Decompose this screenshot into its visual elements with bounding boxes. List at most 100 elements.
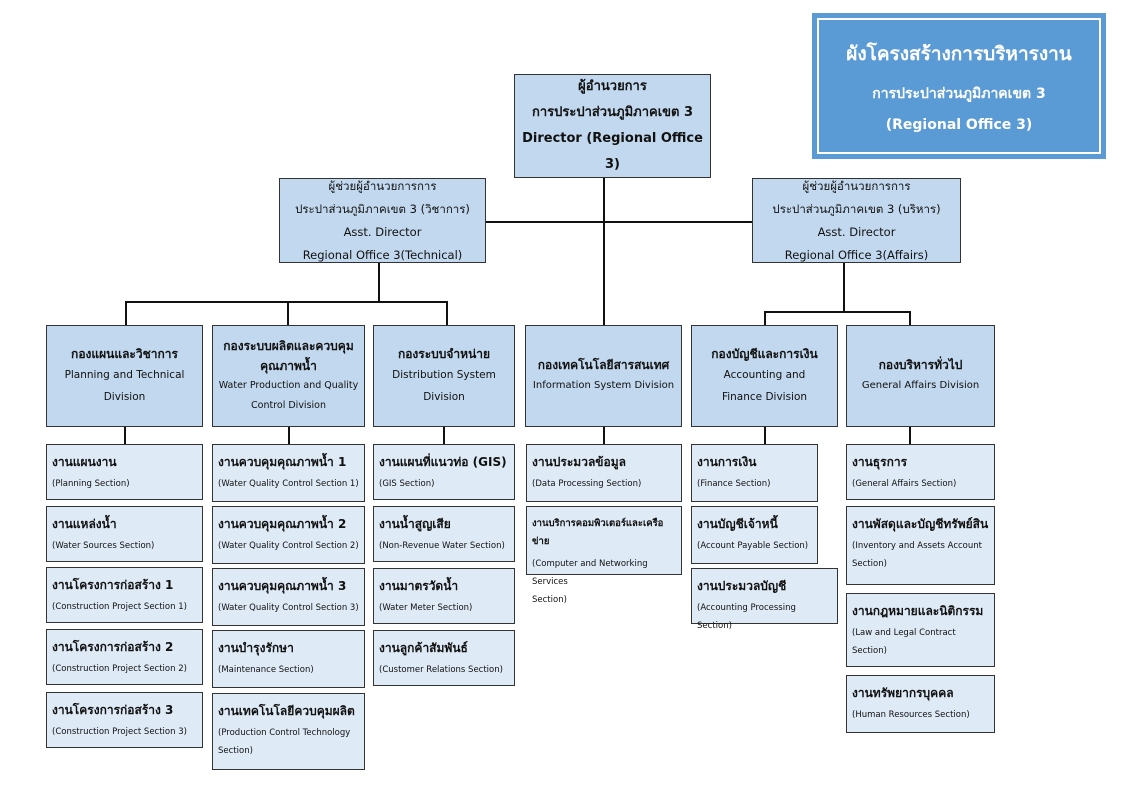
section-name-thai: งานแผนงาน bbox=[52, 455, 117, 469]
section-name-thai: งานมาตรวัดน้ำ bbox=[379, 579, 459, 593]
division-name-english: Information System Division bbox=[532, 380, 675, 391]
chart-title-box: ผังโครงสร้างการบริหารงาน การประปาส่วนภูม… bbox=[812, 13, 1106, 159]
section-box: งานบัญชีเจ้าหนี้ (Account Payable Sectio… bbox=[691, 506, 818, 564]
section-name-english: (Construction Project Section 3) bbox=[52, 727, 187, 737]
section-name-english: (Finance Section) bbox=[697, 479, 771, 489]
director-org-thai: การประปาส่วนภูมิภาคเขต 3 bbox=[531, 105, 694, 120]
director-box: ผู้อำนวยการ การประปาส่วนภูมิภาคเขต 3 Dir… bbox=[514, 74, 711, 178]
section-name-english: (Planning Section) bbox=[52, 479, 130, 489]
division-name-english-2: Division bbox=[423, 391, 465, 403]
division-name-english: Distribution System bbox=[392, 369, 496, 381]
connector-affairs-bus bbox=[764, 311, 911, 313]
section-name-english: (Water Quality Control Section 1) bbox=[218, 479, 359, 489]
section-name-thai: งานควบคุมคุณภาพน้ำ 2 bbox=[218, 517, 347, 531]
asst-technical-org-thai: ประปาส่วนภูมิภาคเขต 3 (วิชาการ) bbox=[295, 201, 470, 216]
section-name-thai: งานแหล่งน้ำ bbox=[52, 517, 117, 531]
connector-div6-up bbox=[909, 311, 911, 326]
division-name-english: Accounting and bbox=[723, 369, 806, 381]
connector-div3-sections bbox=[443, 426, 445, 444]
connector-div6-sections bbox=[909, 426, 911, 444]
section-box: งานแผนงาน (Planning Section) bbox=[46, 444, 203, 500]
section-name-thai: งานบัญชีเจ้าหนี้ bbox=[697, 517, 778, 531]
section-name-english-2: Section) bbox=[218, 746, 253, 756]
section-box: งานแหล่งน้ำ (Water Sources Section) bbox=[46, 506, 203, 562]
division-name-thai: กองบริหารทั่วไป bbox=[878, 358, 963, 372]
section-box: งานควบคุมคุณภาพน้ำ 1 (Water Quality Cont… bbox=[212, 444, 365, 502]
asst-affairs-title-thai: ผู้ช่วยผู้อำนวยการการ bbox=[802, 178, 911, 193]
director-title-english: Director (Regional Office 3) bbox=[522, 131, 703, 172]
asst-affairs-title-english: Asst. Director bbox=[817, 224, 896, 239]
section-box: งานบริการคอมพิวเตอร์และเครือข่าย (Comput… bbox=[526, 506, 682, 605]
section-name-english-2: Section) bbox=[852, 559, 887, 569]
division-name-thai-2: คุณภาพน้ำ bbox=[260, 359, 317, 373]
connector-div3-up bbox=[446, 301, 448, 326]
section-name-thai: งานธุรการ bbox=[852, 455, 908, 469]
section-box: งานบำรุงรักษา (Maintenance Section) bbox=[212, 630, 365, 688]
chart-subtitle-english: (Regional Office 3) bbox=[885, 117, 1033, 133]
connector-div2-up bbox=[287, 301, 289, 326]
section-box: งานโครงการก่อสร้าง 1 (Construction Proje… bbox=[46, 567, 203, 623]
section-name-english: (Construction Project Section 1) bbox=[52, 602, 187, 612]
asst-technical-org-english: Regional Office 3(Technical) bbox=[302, 247, 463, 262]
division-name-english-2: Division bbox=[103, 391, 146, 403]
division-name-thai: กองบัญชีและการเงิน bbox=[711, 347, 818, 361]
chart-subtitle-thai: การประปาส่วนภูมิภาคเขต 3 bbox=[872, 86, 1046, 102]
division-name-thai: กองระบบจำหน่าย bbox=[397, 347, 491, 361]
section-box: งานธุรการ (General Affairs Section) bbox=[846, 444, 995, 500]
section-box: งานควบคุมคุณภาพน้ำ 2 (Water Quality Cont… bbox=[212, 506, 365, 564]
asst-affairs-org-english: Regional Office 3(Affairs) bbox=[784, 247, 929, 262]
asst-director-affairs-box: ผู้ช่วยผู้อำนวยการการ ประปาส่วนภูมิภาคเข… bbox=[752, 178, 961, 263]
section-box: งานทรัพยากรบุคคล (Human Resources Sectio… bbox=[846, 675, 995, 733]
connector-technical-down bbox=[378, 262, 380, 302]
section-name-english: (Account Payable Section) bbox=[697, 541, 809, 551]
section-name-english: (Non-Revenue Water Section) bbox=[379, 541, 505, 551]
section-box: งานโครงการก่อสร้าง 2 (Construction Proje… bbox=[46, 629, 203, 685]
section-box: งานประมวลบัญชี (Accounting Processing Se… bbox=[691, 568, 838, 631]
division-accounting-finance: กองบัญชีและการเงิน Accounting and Financ… bbox=[691, 325, 838, 427]
section-box: งานแผนที่แนวท่อ (GIS) (GIS Section) bbox=[373, 444, 515, 500]
section-name-english-2: Section) bbox=[532, 595, 567, 605]
chart-title: ผังโครงสร้างการบริหารงาน bbox=[846, 43, 1072, 65]
section-box: งานกฎหมายและนิติกรรม (Law and Legal Cont… bbox=[846, 593, 995, 667]
connector-div1-sections bbox=[124, 426, 126, 444]
section-name-thai: งานพัสดุและบัญชีทรัพย์สิน bbox=[852, 517, 989, 531]
division-planning-technical: กองแผนและวิชาการ Planning and Technical … bbox=[46, 325, 203, 427]
connector-director-down bbox=[603, 178, 605, 326]
section-name-english: (Construction Project Section 2) bbox=[52, 664, 187, 674]
division-distribution: กองระบบจำหน่าย Distribution System Divis… bbox=[373, 325, 515, 427]
connector-technical-bus bbox=[125, 301, 448, 303]
section-name-english: (Maintenance Section) bbox=[218, 665, 314, 675]
division-name-english: General Affairs Division bbox=[861, 380, 980, 391]
section-name-english-2: Section) bbox=[852, 646, 887, 656]
section-box: งานเทคโนโลยีควบคุมผลิต (Production Contr… bbox=[212, 693, 365, 770]
director-title-thai: ผู้อำนวยการ bbox=[578, 79, 647, 94]
section-box: งานประมวลข้อมูล (Data Processing Section… bbox=[526, 444, 682, 502]
section-name-english: (Accounting Processing Section) bbox=[697, 603, 796, 631]
asst-director-technical-box: ผู้ช่วยผู้อำนวยการการ ประปาส่วนภูมิภาคเข… bbox=[279, 178, 486, 263]
asst-technical-title-thai: ผู้ช่วยผู้อำนวยการการ bbox=[328, 178, 437, 193]
section-name-thai: งานบริการคอมพิวเตอร์และเครือข่าย bbox=[532, 518, 664, 547]
connector-div1-up bbox=[125, 301, 127, 326]
section-name-thai: งานลูกค้าสัมพันธ์ bbox=[379, 641, 468, 655]
section-name-english: (Production Control Technology bbox=[218, 728, 351, 738]
asst-technical-title-english: Asst. Director bbox=[343, 224, 422, 239]
section-name-english: (General Affairs Section) bbox=[852, 479, 957, 489]
section-name-thai: งานทรัพยากรบุคคล bbox=[852, 686, 954, 700]
connector-div5-sections bbox=[764, 426, 766, 444]
connector-div2-sections bbox=[288, 426, 290, 444]
section-box: งานโครงการก่อสร้าง 3 (Construction Proje… bbox=[46, 692, 203, 748]
connector-div5-up bbox=[764, 311, 766, 326]
division-name-thai: กองแผนและวิชาการ bbox=[71, 347, 178, 361]
section-name-thai: งานควบคุมคุณภาพน้ำ 3 bbox=[218, 579, 347, 593]
section-name-english: (Water Quality Control Section 3) bbox=[218, 603, 359, 613]
section-name-english: (Inventory and Assets Account bbox=[852, 541, 982, 551]
connector-affairs-down bbox=[843, 262, 845, 312]
section-name-thai: งานแผนที่แนวท่อ (GIS) bbox=[379, 455, 507, 469]
section-name-english: (Computer and Networking Services bbox=[532, 559, 648, 587]
section-name-english: (GIS Section) bbox=[379, 479, 435, 489]
section-name-english: (Data Processing Section) bbox=[532, 479, 642, 489]
section-name-english: (Customer Relations Section) bbox=[379, 665, 503, 675]
section-box: งานมาตรวัดน้ำ (Water Meter Section) bbox=[373, 568, 515, 624]
division-name-thai: กองเทคโนโลยีสารสนเทศ bbox=[537, 358, 670, 372]
division-name-thai: กองระบบผลิตและควบคุม bbox=[223, 339, 354, 353]
